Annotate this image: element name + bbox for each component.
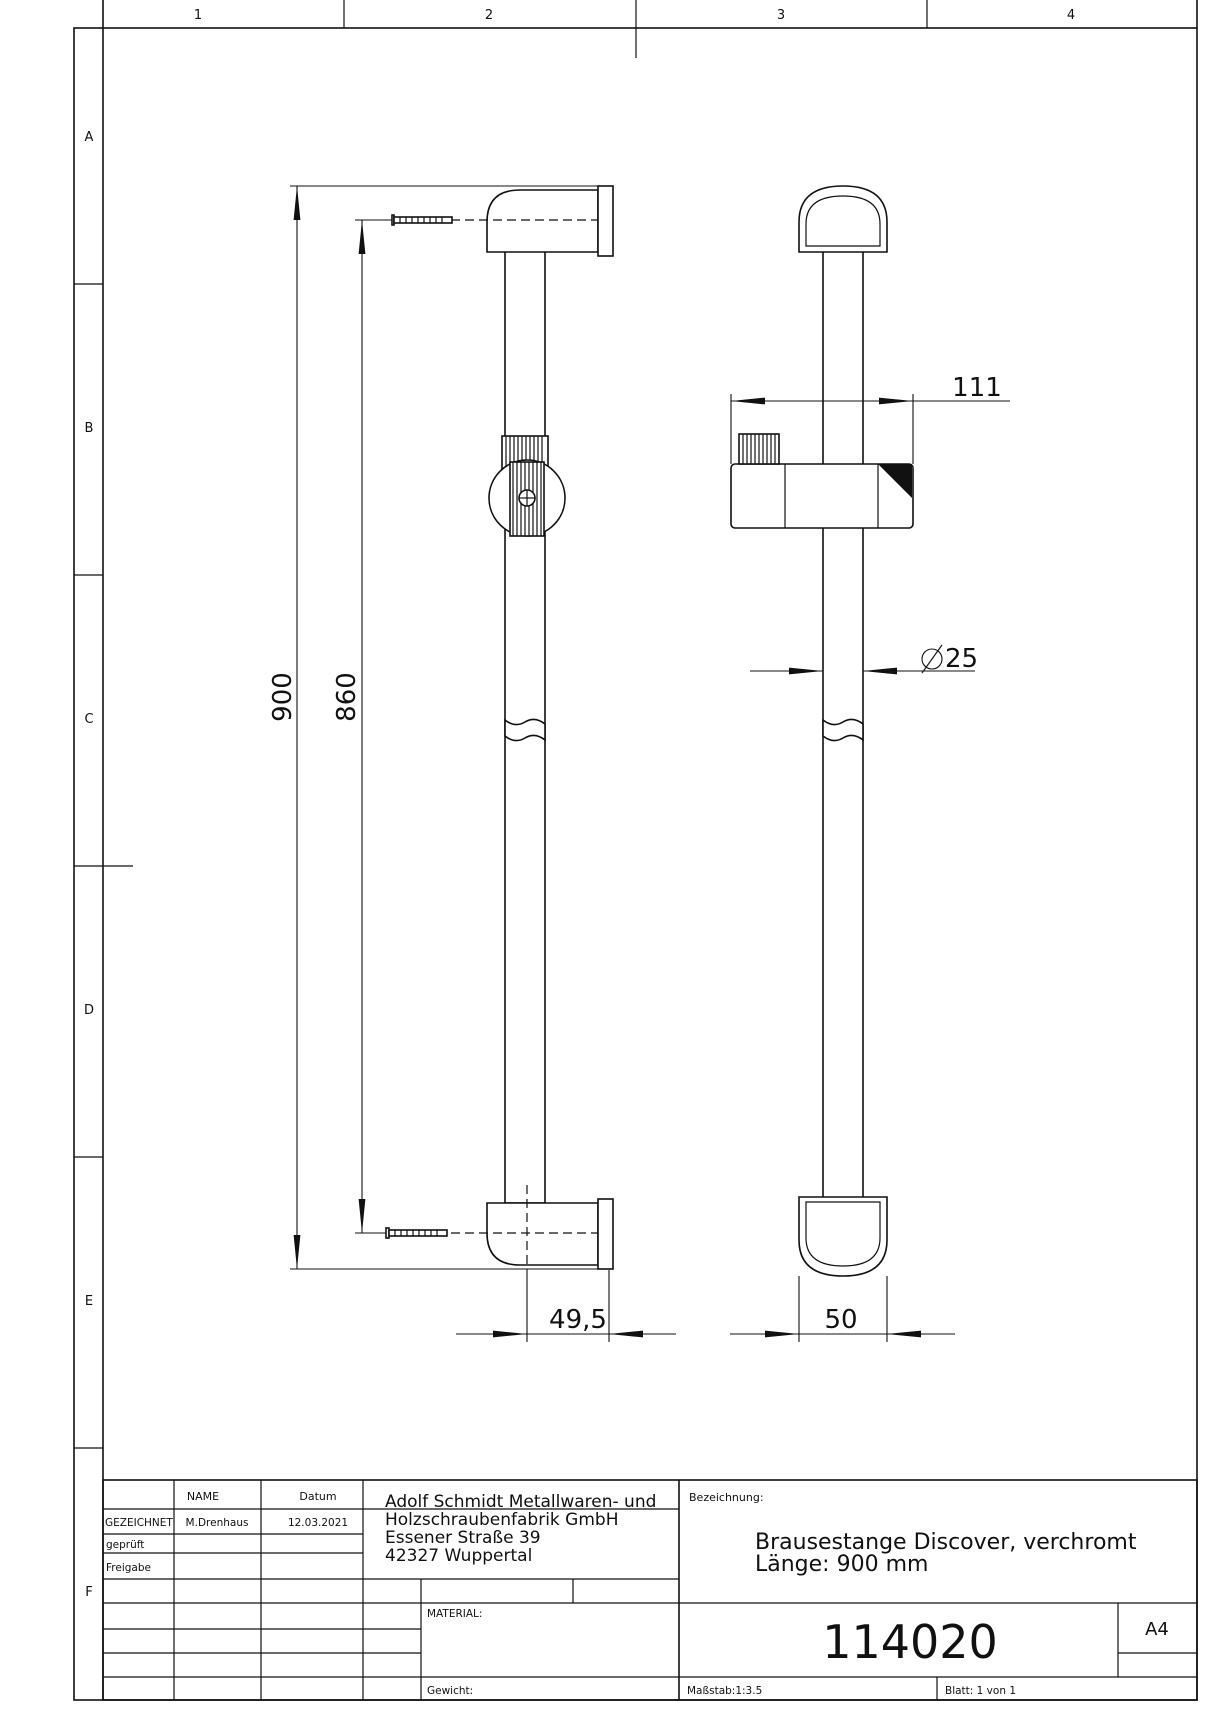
zone-col-2: 2: [485, 8, 493, 23]
weight-label: Gewicht:: [427, 1685, 473, 1697]
dimension-bracket-depth: 49,5: [456, 1270, 676, 1342]
side-bottom-screw: [385, 1227, 448, 1239]
side-top-wallplate: [597, 185, 614, 257]
zone-row-c: C: [84, 712, 93, 727]
row-label-checked: geprüft: [106, 1539, 144, 1551]
side-bottom-bracket: [486, 1202, 599, 1266]
zone-col-4: 4: [1067, 8, 1075, 23]
col-header-date: Datum: [299, 1490, 336, 1503]
drawing-frame: [73, 0, 1198, 1701]
sheet-size: A4: [1145, 1619, 1169, 1640]
dimension-49-5-label: 49,5: [549, 1305, 607, 1335]
company-line-3: Essener Straße 39: [385, 1528, 541, 1548]
side-top-screw: [391, 214, 453, 226]
front-break-mark: [822, 718, 864, 742]
side-top-bracket: [486, 189, 599, 253]
dimension-111-label: 111: [952, 373, 1002, 403]
designation-line-1: Brausestange Discover, verchromt: [755, 1530, 1137, 1555]
zone-col-1: 1: [194, 8, 202, 23]
front-top-cap: [798, 185, 888, 253]
side-break-mark: [504, 718, 546, 742]
title-block: NAME Datum GEZEICHNET geprüft Freigabe M…: [102, 1479, 1198, 1701]
front-slider-body: [730, 463, 914, 529]
col-header-name: NAME: [187, 1490, 219, 1503]
drawing-number: 114020: [822, 1615, 998, 1669]
diameter-symbol-icon: [921, 644, 943, 674]
sheet-count: Blatt: 1 von 1: [945, 1685, 1016, 1697]
zone-row-labels: A B C D E F: [84, 130, 94, 1600]
company-line-2: Holzschraubenfabrik GmbH: [385, 1510, 618, 1530]
dimension-rod-diameter: 25: [750, 644, 978, 675]
zone-row-e: E: [85, 1294, 93, 1309]
row-label-release: Freigabe: [106, 1562, 151, 1574]
front-view: [730, 185, 914, 1277]
dimension-total-length: 900: [268, 185, 598, 1270]
side-view: [385, 185, 614, 1270]
dimension-25-label: 25: [945, 644, 978, 674]
company-line-4: 42327 Wuppertal: [385, 1546, 532, 1566]
row-label-drawn: GEZEICHNET: [105, 1517, 173, 1529]
dimension-hole-spacing: 860: [332, 219, 392, 1234]
dimension-860-label: 860: [332, 672, 362, 722]
company-line-1: Adolf Schmidt Metallwaren- und: [385, 1492, 656, 1512]
dimension-50-label: 50: [824, 1305, 857, 1335]
dimension-slider-width: 111: [730, 373, 1010, 464]
drawn-date: 12.03.2021: [288, 1517, 348, 1529]
designation-label: Bezeichnung:: [689, 1491, 764, 1504]
zone-column-labels: 1 2 3 4: [194, 8, 1075, 23]
zone-row-f: F: [85, 1585, 92, 1600]
zone-row-d: D: [84, 1003, 94, 1018]
front-bottom-cap: [798, 1196, 888, 1277]
drawn-by-name: M.Drenhaus: [186, 1517, 249, 1529]
designation-line-2: Länge: 900 mm: [755, 1552, 928, 1577]
zone-col-3: 3: [777, 8, 785, 23]
side-bottom-wallplate: [597, 1198, 614, 1270]
zone-row-b: B: [85, 421, 94, 436]
scale-label: Maßstab:1:3.5: [687, 1685, 762, 1697]
material-label: MATERIAL:: [427, 1608, 482, 1620]
front-slider-clamp: [878, 464, 912, 498]
dimension-bracket-width: 50: [730, 1276, 955, 1342]
dimension-900-label: 900: [268, 672, 298, 722]
zone-row-a: A: [85, 130, 94, 145]
